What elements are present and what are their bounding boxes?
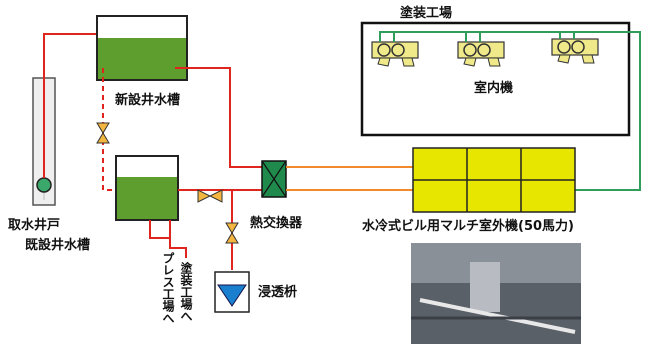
heat-exchanger-label: 熱交換器 bbox=[250, 215, 303, 231]
overflow-pipe bbox=[102, 68, 116, 191]
to-press-label: プレス工場へ bbox=[161, 252, 175, 324]
existing-tank-water bbox=[117, 177, 177, 219]
outdoor-unit bbox=[412, 147, 576, 213]
new-tank-water bbox=[98, 38, 186, 79]
well-intake-label: 取水井戸 bbox=[8, 217, 60, 233]
valve-middle bbox=[197, 189, 223, 203]
valve-lower bbox=[225, 222, 239, 244]
site-photo bbox=[411, 243, 581, 344]
tank-to-exchanger-pipe bbox=[175, 67, 262, 168]
infiltration-pit-label: 浸透枡 bbox=[258, 284, 297, 300]
new-tank-label: 新設井水槽 bbox=[115, 92, 180, 108]
indoor-unit-1 bbox=[371, 41, 419, 67]
outdoor-unit-label: 水冷式ビル用マルチ室外機(50馬力) bbox=[362, 218, 574, 234]
infiltration-pit-fill bbox=[217, 284, 247, 307]
outflow-pipe-press bbox=[149, 220, 170, 239]
indoor-unit-label: 室内機 bbox=[474, 80, 513, 96]
factory-label: 塗装工場 bbox=[400, 5, 452, 21]
indoor-pipe bbox=[379, 31, 641, 191]
well-pump-icon bbox=[36, 177, 52, 193]
well-supply-pipe bbox=[43, 33, 100, 178]
indoor-unit-2 bbox=[457, 41, 505, 67]
to-painting-label: 塗装工場へ bbox=[179, 261, 193, 322]
existing-tank-label: 既設井水槽 bbox=[25, 237, 90, 253]
valve-left bbox=[96, 122, 110, 144]
outflow-pipe-painting bbox=[169, 220, 187, 258]
